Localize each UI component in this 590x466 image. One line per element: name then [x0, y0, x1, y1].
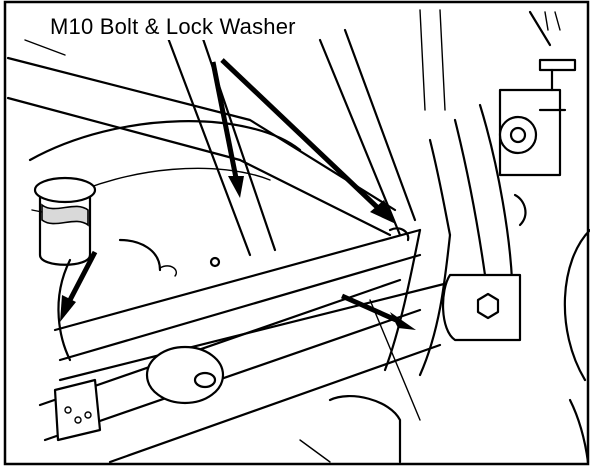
arrow-to-bracket [340, 293, 398, 323]
hex-bolt-icon [476, 292, 500, 320]
arrow-to-reservoir-mount [67, 250, 98, 302]
front-wheel [563, 228, 590, 464]
lower-frame-rail [53, 228, 462, 382]
callout-arrows [60, 58, 416, 330]
arrow-to-left-bolt [210, 61, 239, 179]
arrow-to-right-bolt [220, 58, 380, 210]
mounting-bracket [388, 227, 522, 342]
background-vertical-tubes [163, 9, 446, 257]
engine-parts [53, 238, 402, 464]
frame-upright [383, 103, 514, 377]
reservoir [31, 176, 97, 266]
cross-member [38, 278, 442, 464]
callout-label: M10 Bolt & Lock Washer [46, 14, 300, 40]
caliper-assembly [498, 10, 577, 227]
